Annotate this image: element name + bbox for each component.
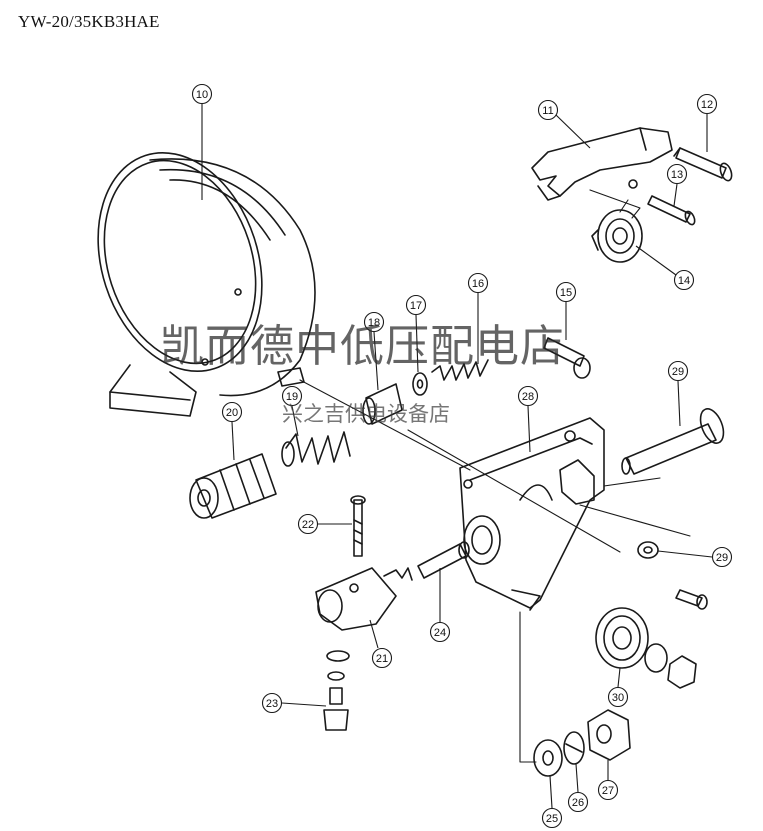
callout-label-24: 24 [434,627,446,639]
callout-11 [537,99,591,149]
part-19-spring [281,431,351,467]
callout-16 [467,272,489,364]
callout-label-11: 11 [542,105,553,117]
callout-label-12: 12 [701,99,713,111]
callout-22 [297,513,352,535]
callout-14 [635,245,695,291]
callout-12 [696,93,718,152]
part-21-clamp-block [315,567,413,631]
callout-19 [281,385,303,437]
callout-21 [369,619,393,669]
part-12-pin [673,147,733,182]
part-11-fork-lever [531,127,673,201]
callout-17 [405,294,427,373]
callouts: 10 11 12 13 14 15 16 17 18 19 20 21 22 2… [191,83,733,829]
callout-label-16: 16 [472,278,484,290]
callout-label-26: 26 [572,797,584,809]
callout-label-20: 20 [226,407,238,419]
part-18-sleeve [362,383,403,425]
callout-29-lower [657,546,733,568]
model-number-label: YW-20/35KB3HAE [18,12,160,31]
callout-24 [429,568,451,643]
callout-label-22: 22 [302,519,314,531]
callout-label-19: 19 [286,391,298,403]
part-30-wheel [595,607,697,689]
callout-label-28: 28 [522,391,534,403]
callout-label-15: 15 [560,287,572,299]
part-23-screw [323,650,350,731]
callout-29-upper [667,360,689,427]
callout-label-23: 23 [266,698,278,710]
callout-30 [607,667,629,708]
part-17-washer [412,372,428,396]
callout-label-29-lower: 29 [716,552,728,564]
part-29-washer [637,541,708,610]
callout-label-18: 18 [368,317,380,329]
callout-label-25: 25 [546,813,558,825]
part-13-small-pin [647,195,696,226]
part-27-nut [587,709,631,761]
part-29-bolt [621,408,725,475]
shop-sub-watermark: 兴之吉供电设备店 [282,402,450,426]
callout-23 [261,692,327,714]
callout-10 [191,83,213,200]
callout-label-10: 10 [196,89,208,101]
callout-15 [555,281,577,340]
callout-13 [666,163,688,207]
callout-28 [517,385,539,453]
callout-label-21: 21 [376,653,388,665]
callout-label-17: 17 [410,300,422,312]
callout-27 [597,760,619,801]
part-26-spring-washer [563,731,585,765]
part-20-knob [189,453,277,519]
shop-watermark: 凯而德中低压配电店 [160,321,565,372]
part-25-washer [533,739,563,777]
callout-18 [363,311,385,391]
callout-20 [221,401,243,461]
callout-label-29-upper: 29 [672,366,684,378]
part-22-screw [350,495,366,557]
part-14-roller [591,209,643,263]
callout-label-30: 30 [612,692,624,704]
callout-label-13: 13 [671,169,683,181]
callout-label-14: 14 [678,275,690,287]
part-16-spring [431,359,489,381]
callout-label-27: 27 [602,785,614,797]
part-24-shaft [417,541,470,579]
callout-25 [541,775,563,829]
part-28-bracket [459,417,605,611]
callout-26 [567,763,589,813]
part-15-screw [543,337,591,379]
